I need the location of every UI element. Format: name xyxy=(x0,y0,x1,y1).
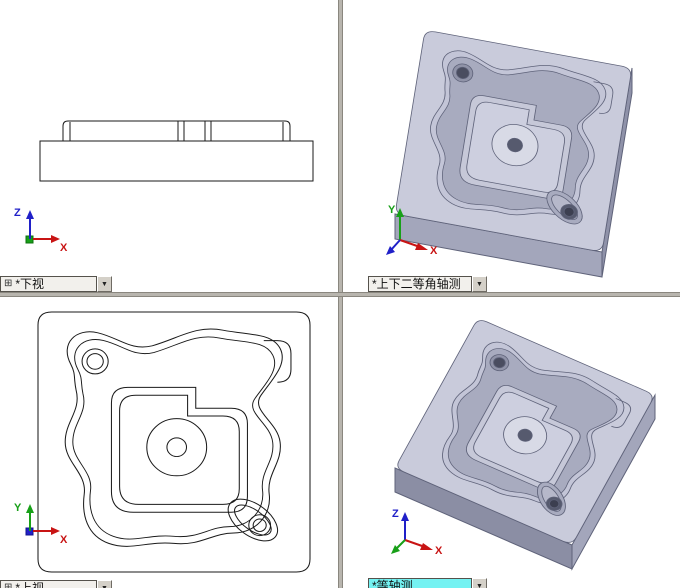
view-top-right-3d-model[interactable] xyxy=(393,28,634,278)
chevron-down-icon: ▼ xyxy=(476,582,483,588)
view-top-left-2d-drawing[interactable] xyxy=(39,120,314,182)
wavy-contour-outer[interactable] xyxy=(63,327,284,548)
axis-y-arrowhead xyxy=(396,208,404,217)
axis-y-arrowhead xyxy=(391,545,400,554)
view-name-text: *上视 xyxy=(15,581,45,588)
view-name-box[interactable]: ⊞ *下视 xyxy=(0,276,97,292)
axis-y-arrowhead xyxy=(26,504,34,513)
view-dropdown-button[interactable]: ▼ xyxy=(97,276,112,292)
view-selector-top-left[interactable]: ⊞ *下视 ▼ xyxy=(0,276,112,292)
triad-bottom-left: Y X xyxy=(14,502,68,546)
view-bottom-right-3d-model[interactable] xyxy=(394,317,656,571)
axis-z-label: Z xyxy=(392,508,399,520)
teardrop-counterbore-circle[interactable] xyxy=(247,513,272,537)
center-boss-circle[interactable] xyxy=(145,417,208,478)
view-name-text: *上下二等角轴测 xyxy=(372,277,461,291)
view-dropdown-button[interactable]: ▼ xyxy=(472,276,487,292)
view-bottom-left-2d-drawing[interactable] xyxy=(36,310,312,574)
view-name-text: *等轴测 xyxy=(372,579,413,588)
island-contour-outer[interactable] xyxy=(110,386,249,514)
teardrop-hole-circle[interactable] xyxy=(251,517,268,533)
axis-x-label: X xyxy=(60,242,68,254)
view-dropdown-button[interactable]: ▼ xyxy=(97,580,112,588)
view-selector-top-right[interactable]: *上下二等角轴测 ▼ xyxy=(368,276,487,292)
chevron-down-icon: ▼ xyxy=(476,280,483,288)
axis-x-arrow xyxy=(404,539,426,548)
axis-z-arrow xyxy=(390,239,401,251)
corner-counterbore-circle[interactable] xyxy=(80,347,110,376)
triad-top-left: Z X xyxy=(14,207,68,254)
axis-x-arrowhead xyxy=(51,527,60,535)
axis-z-label: Z xyxy=(14,207,21,219)
axis-x-arrowhead xyxy=(420,543,433,550)
island-contour-inner[interactable] xyxy=(118,393,241,506)
part-base-profile[interactable] xyxy=(39,140,314,182)
view-name-box[interactable]: ⊞ *上视 xyxy=(0,580,97,588)
axis-z-arrowhead xyxy=(401,512,409,521)
view-name-text: *下视 xyxy=(15,277,45,291)
axis-y-label: Y xyxy=(388,204,396,216)
triad-bottom-right: Z X xyxy=(391,508,443,557)
axis-x-arrowhead xyxy=(51,235,60,243)
axis-x-label: X xyxy=(60,534,68,546)
axis-z-arrowhead xyxy=(386,246,395,255)
view-dropdown-button[interactable]: ▼ xyxy=(472,578,487,588)
view-orientation-icon: ⊞ xyxy=(4,278,13,289)
axis-x-label: X xyxy=(430,245,438,257)
axis-x-label: X xyxy=(435,545,443,557)
view-name-box[interactable]: *等轴测 xyxy=(368,578,472,588)
chevron-down-icon: ▼ xyxy=(101,584,108,588)
axis-z-arrowhead xyxy=(26,210,34,219)
viewport-splitter-horizontal[interactable] xyxy=(0,292,680,297)
chevron-down-icon: ▼ xyxy=(101,280,108,288)
axis-x-arrow xyxy=(399,239,421,248)
corner-hole-circle[interactable] xyxy=(85,352,105,371)
axis-y-label: Y xyxy=(14,502,22,514)
axis-x-arrowhead xyxy=(415,243,428,250)
triad-top-right: Y X xyxy=(386,204,438,257)
view-name-box[interactable]: *上下二等角轴测 xyxy=(368,276,472,292)
center-hole-circle[interactable] xyxy=(165,436,188,458)
view-orientation-icon: ⊞ xyxy=(4,582,13,588)
view-selector-bottom-right[interactable]: *等轴测 ▼ xyxy=(368,578,487,588)
teardrop-contour-outer[interactable] xyxy=(218,489,287,551)
axis-y-arrow xyxy=(395,539,406,550)
corner-step-contour[interactable] xyxy=(262,339,293,384)
part-top-profile[interactable] xyxy=(62,120,291,141)
view-selector-bottom-left[interactable]: ⊞ *上视 ▼ xyxy=(0,580,112,588)
